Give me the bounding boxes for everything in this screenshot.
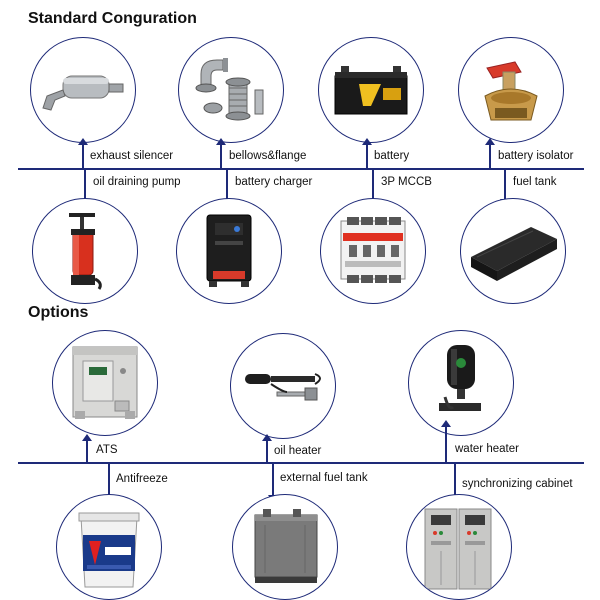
battery-charger-circle — [176, 198, 282, 304]
exhaust-silencer-label: exhaust silencer — [90, 150, 174, 162]
external-fuel-tank-circle — [232, 494, 338, 600]
antifreeze-circle — [56, 494, 162, 600]
antifreeze-arrow — [104, 464, 114, 502]
exhaust-silencer-circle — [30, 37, 136, 143]
antifreeze-label: Antifreeze — [116, 473, 168, 485]
ats-arrow — [82, 434, 92, 462]
battery-charger-arrow — [222, 170, 232, 206]
fuel-tank-circle — [460, 198, 566, 304]
options-baseline — [18, 462, 584, 464]
external-fuel-tank-label: external fuel tank — [280, 472, 368, 484]
fuel-tank-arrow — [500, 170, 510, 206]
oil-draining-pump-icon — [69, 213, 102, 290]
battery-isolator-label: battery isolator — [498, 150, 574, 162]
water-heater-arrow — [441, 420, 451, 462]
battery-charger-icon — [206, 214, 252, 287]
oil-heater-label: oil heater — [274, 445, 322, 457]
standard-section-title: Standard Conguration — [28, 10, 197, 27]
battery-isolator-circle — [458, 37, 564, 143]
oil-heater-arrow — [262, 434, 272, 462]
battery-icon — [334, 66, 408, 115]
mccb-label: 3P MCCB — [381, 176, 432, 188]
external-fuel-tank-icon — [254, 509, 318, 583]
bellows-flange-icon — [195, 58, 264, 121]
oil-draining-pump-circle — [32, 198, 138, 304]
exhaust-silencer-arrow — [78, 138, 88, 168]
battery-isolator-icon — [484, 61, 538, 121]
ats-circle — [52, 330, 158, 436]
battery-isolator-arrow — [485, 138, 495, 168]
options-section-title: Options — [28, 304, 89, 321]
bellows-flange-circle — [178, 37, 284, 143]
mccb-breaker-icon — [340, 217, 406, 283]
water-heater-label: water heater — [455, 443, 519, 455]
battery-circle — [318, 37, 424, 143]
mccb-arrow — [368, 170, 378, 206]
synchronizing-cabinet-label: synchronizing cabinet — [462, 478, 573, 490]
oil-heater-icon — [245, 373, 321, 401]
mccb-circle — [320, 198, 426, 304]
bellows-flange-arrow — [216, 138, 226, 168]
synchronizing-cabinet-circle — [406, 494, 512, 600]
bellows-flange-label: bellows&flange — [229, 150, 307, 162]
battery-label: battery — [374, 150, 410, 162]
ats-cabinet-icon — [72, 346, 138, 419]
battery-charger-label: battery charger — [235, 176, 313, 188]
oil-draining-pump-arrow — [80, 170, 90, 206]
oil-heater-circle — [230, 333, 336, 439]
water-heater-circle — [408, 330, 514, 436]
antifreeze-bucket-icon — [78, 512, 140, 588]
synchronizing-cabinet-icon — [424, 508, 492, 590]
external-fuel-tank-arrow — [268, 464, 278, 502]
exhaust-silencer-icon — [42, 75, 124, 111]
synchronizing-cabinet-arrow — [450, 464, 460, 502]
standard-baseline — [18, 168, 584, 170]
fuel-tank-icon — [471, 227, 557, 281]
fuel-tank-label: fuel tank — [513, 176, 557, 188]
ats-label: ATS — [96, 444, 118, 456]
oil-draining-pump-label: oil draining pump — [93, 176, 181, 188]
water-heater-icon — [439, 345, 481, 411]
battery-arrow — [362, 138, 372, 168]
